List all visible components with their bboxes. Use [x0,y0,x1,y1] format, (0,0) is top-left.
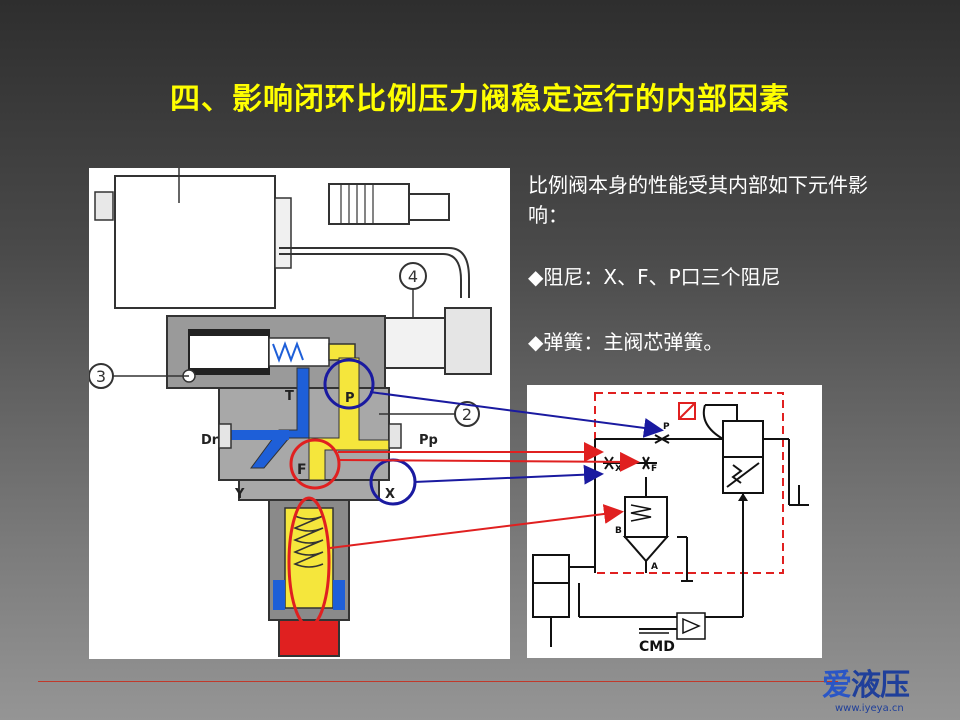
bullet-damping: ◆阻尼：X、F、P口三个阻尼 [528,262,898,292]
drain-channel [250,367,310,469]
port-Dr-label: Dr [201,433,219,448]
valve-boundary-dashed [594,392,784,574]
port-Pp-label: Pp [419,433,438,448]
port-X-label: X [385,487,395,502]
p-orifice-highlight [323,358,375,410]
hydraulic-schematic-drawing: P X F B A CMD [532,392,809,655]
spring-highlight [287,496,331,628]
valve-cross-section-drawing: 4 3 T P Dr Pp F Y X [88,168,492,657]
callout-2-label: 2 [462,405,472,424]
x-orifice-symbol [604,456,614,470]
schematic-CMD-label: CMD [639,639,675,655]
f-orifice-highlight [289,438,341,490]
solenoid-coil [188,329,270,375]
bullet-damping-text: 阻尼：X、F、P口三个阻尼 [543,265,781,289]
x-orifice-arrow [413,464,604,485]
callout-4-label: 4 [408,267,418,286]
footer-divider [38,681,838,682]
callout-3-label: 3 [96,367,106,386]
port-F-label: F [297,462,307,478]
diamond-bullet-icon: ◆ [528,265,544,289]
pilot-spring [272,341,304,363]
schematic-X-label: X [615,464,622,474]
f-orifice-symbol [642,456,650,470]
brand-logo: 爱液压 [822,668,910,703]
intro-text: 比例阀本身的性能受其内部如下元件影响： [528,173,868,227]
port-T-label: T [285,389,294,404]
slide-title: 四、影响闭环比例压力阀稳定运行的内部因素 [170,82,790,117]
diamond-bullet-icon: ◆ [528,330,544,354]
schematic-F-label: F [651,464,657,474]
schematic-P-label: P [663,422,670,432]
bullet-spring-text: 弹簧：主阀芯弹簧。 [543,330,724,354]
main-spool-spring [293,515,324,568]
port-P-label: P [345,391,355,406]
bullet-spring: ◆弹簧：主阀芯弹簧。 [528,327,898,357]
schematic-B-label: B [615,526,622,536]
schematic-A-label: A [651,562,658,572]
pressure-channel [308,357,390,481]
p-orifice-arrow [369,391,664,438]
valve-cross-section-panel: 4 3 T P Dr Pp F Y X [88,168,510,659]
f-orifice-arrow-f [337,451,640,472]
port-Y-label: Y [234,487,245,502]
spring-arrow [329,504,624,549]
website-url: www.iyeya.cn [835,703,904,714]
hydraulic-schematic-panel: P X F B A CMD [527,385,822,658]
electronics-housing [114,175,276,309]
